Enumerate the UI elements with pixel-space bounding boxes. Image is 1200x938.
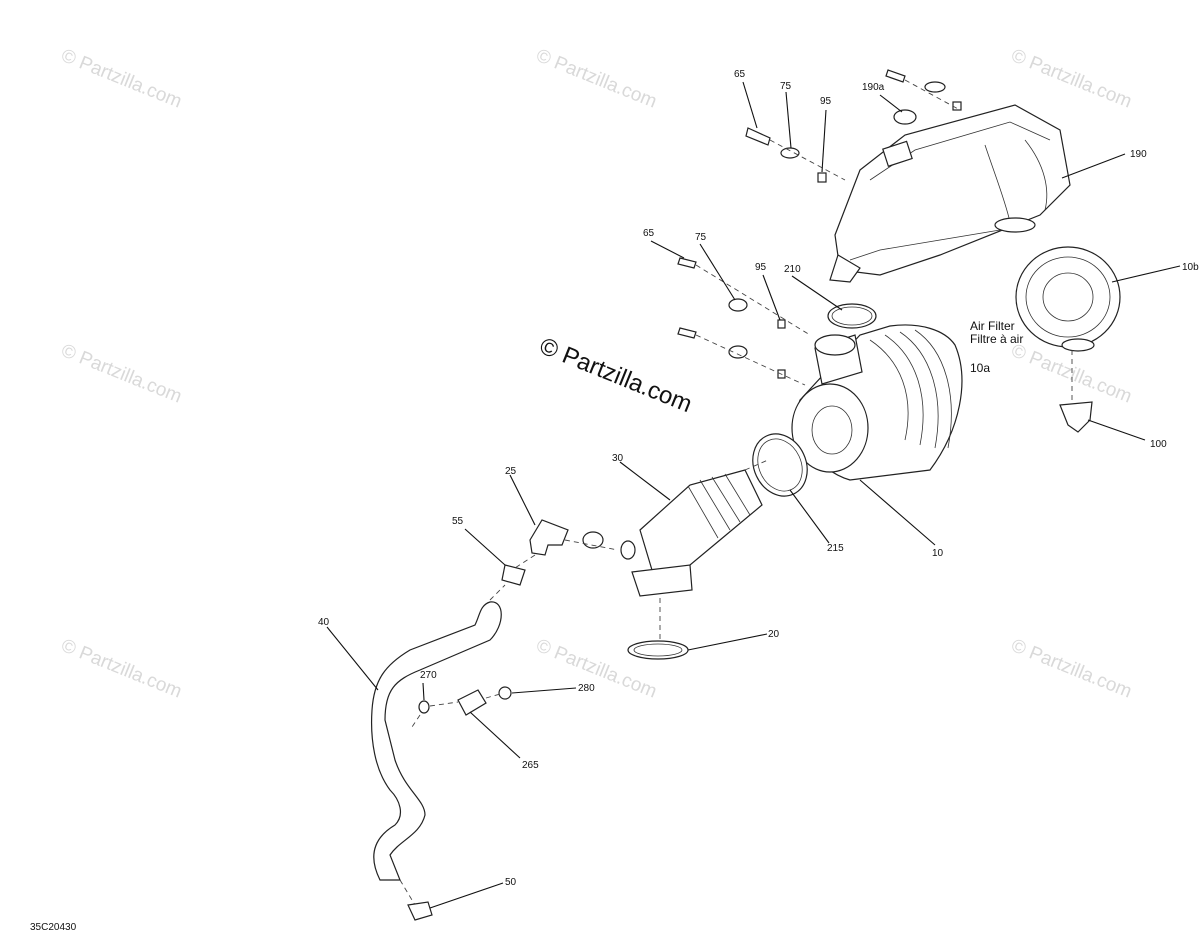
- part-25-elbow: [529, 519, 604, 556]
- callout-75: 75: [695, 232, 707, 243]
- watermark: © Partzilla.com: [58, 45, 185, 112]
- watermark: © Partzilla.com: [1008, 45, 1135, 112]
- part-270: [418, 700, 430, 714]
- callout-10a: 10a: [970, 361, 990, 375]
- callout-95: 95: [820, 96, 832, 107]
- diagram-code: 35C20430: [30, 922, 77, 933]
- callout-50: 50: [505, 877, 517, 888]
- callout-265: 265: [522, 760, 539, 771]
- callout-10b: 10b: [1182, 262, 1199, 273]
- part-hardware-top: [745, 69, 962, 183]
- callout-20: 20: [768, 629, 780, 640]
- callout-100: 100: [1150, 439, 1167, 450]
- watermark: © Partzilla.com: [533, 45, 660, 112]
- main-watermark: © Partzilla.com: [536, 333, 696, 419]
- callout-55: 55: [452, 516, 464, 527]
- part-265-connector: [418, 686, 512, 716]
- callout-30: 30: [612, 453, 624, 464]
- callout-75: 75: [780, 81, 792, 92]
- part-50-clamp: [407, 901, 433, 921]
- part-210-clamp: [827, 303, 877, 329]
- part-hardware-mid: [677, 257, 786, 379]
- callout-190: 190: [1130, 149, 1147, 160]
- leader-lines: [326, 81, 1181, 909]
- watermark: © Partzilla.com: [58, 340, 185, 407]
- callout-10: 10: [932, 548, 944, 559]
- callout-95: 95: [755, 262, 767, 273]
- part-55-fitting: [501, 564, 526, 586]
- callout-280: 280: [578, 683, 595, 694]
- watermark: © Partzilla.com: [1008, 635, 1135, 702]
- watermark: © Partzilla.com: [58, 635, 185, 702]
- callout-270: 270: [420, 670, 437, 681]
- callout-210: 210: [784, 264, 801, 275]
- part-30-intake-boot: [620, 469, 763, 597]
- part-280: [498, 686, 512, 700]
- part-190-airbox-cover: [829, 104, 1071, 283]
- callout-25: 25: [505, 466, 517, 477]
- air-filter-label: Air Filter: [970, 319, 1015, 333]
- callout-190a: 190a: [862, 82, 885, 93]
- part-clip: [582, 531, 604, 549]
- part-100-valve: [1059, 401, 1093, 433]
- part-10b-filter-element: [1015, 246, 1121, 352]
- air-filter-label-fr: Filtre à air: [970, 332, 1023, 346]
- callout-labels: 65 75 95 190a 190 65 75 95 210 10b Air F…: [30, 69, 1199, 933]
- callout-65: 65: [734, 69, 746, 80]
- callout-215: 215: [827, 543, 844, 554]
- part-40-drain-hose: [371, 601, 502, 881]
- part-10-airbox-housing: [791, 324, 963, 481]
- callout-40: 40: [318, 617, 330, 628]
- callout-65: 65: [643, 228, 655, 239]
